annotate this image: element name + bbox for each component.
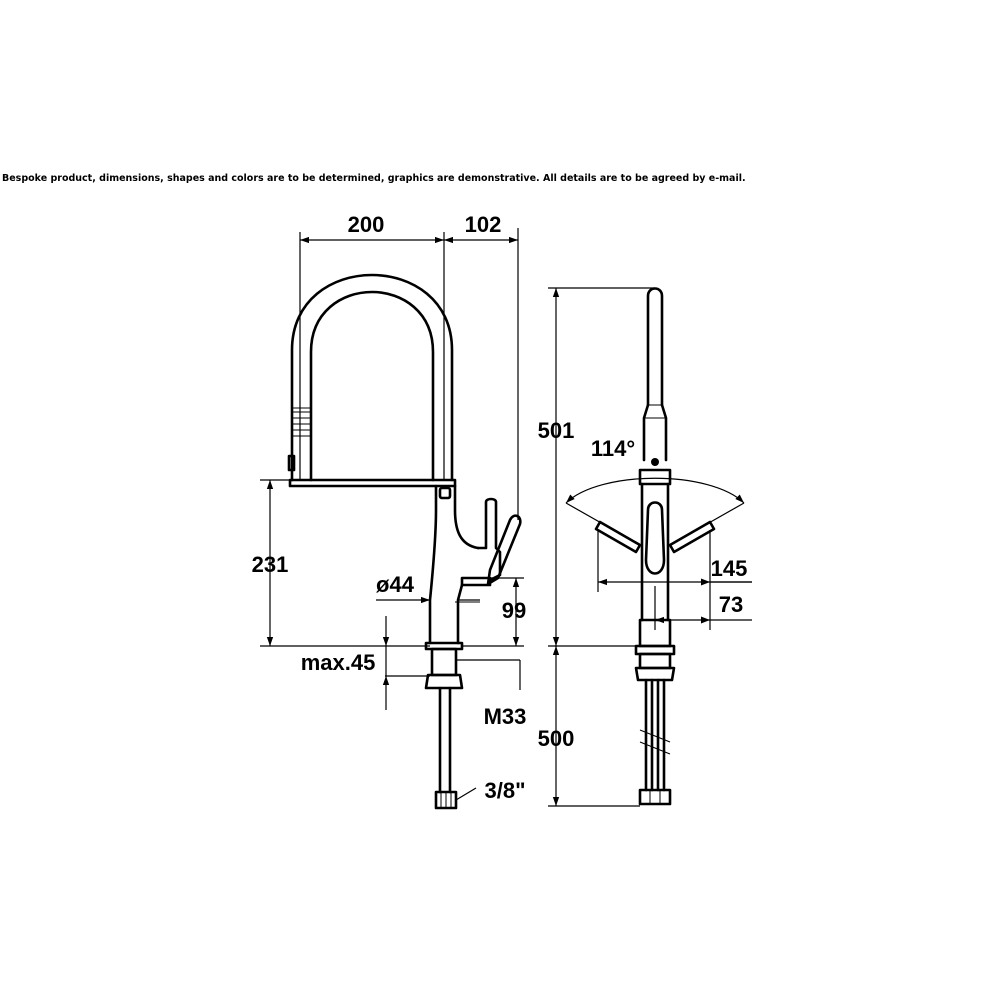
dim-side-offset: 73 bbox=[719, 592, 743, 617]
dim-total-height: 501 bbox=[538, 418, 575, 443]
dim-connection: 3/8" bbox=[484, 778, 525, 803]
dim-hose-length: 500 bbox=[538, 726, 575, 751]
dim-handle-offset: 102 bbox=[465, 212, 502, 237]
dim-reach: 200 bbox=[348, 212, 385, 237]
dim-max-thickness: max.45 bbox=[301, 650, 376, 675]
body-outline bbox=[428, 484, 480, 645]
spout-inner bbox=[309, 290, 435, 482]
side-handle bbox=[644, 501, 666, 575]
side-spout bbox=[646, 287, 664, 407]
dim-side-width: 145 bbox=[711, 556, 748, 581]
dim-spout-height: 231 bbox=[252, 552, 289, 577]
dim-thread: M33 bbox=[484, 704, 527, 729]
disclaimer-text: Bespoke product, dimensions, shapes and … bbox=[2, 173, 746, 184]
dim-swivel-angle: 114° bbox=[591, 436, 635, 461]
dim-body-diameter: ø44 bbox=[376, 572, 415, 597]
side-view: 114° 501 500 145 bbox=[538, 287, 752, 807]
front-view: 200 102 231 ø44 99 max.45 M33 3/8" bbox=[252, 212, 527, 810]
spout-outer bbox=[290, 273, 454, 482]
dim-handle-height: 99 bbox=[502, 598, 526, 623]
handle bbox=[476, 497, 502, 582]
